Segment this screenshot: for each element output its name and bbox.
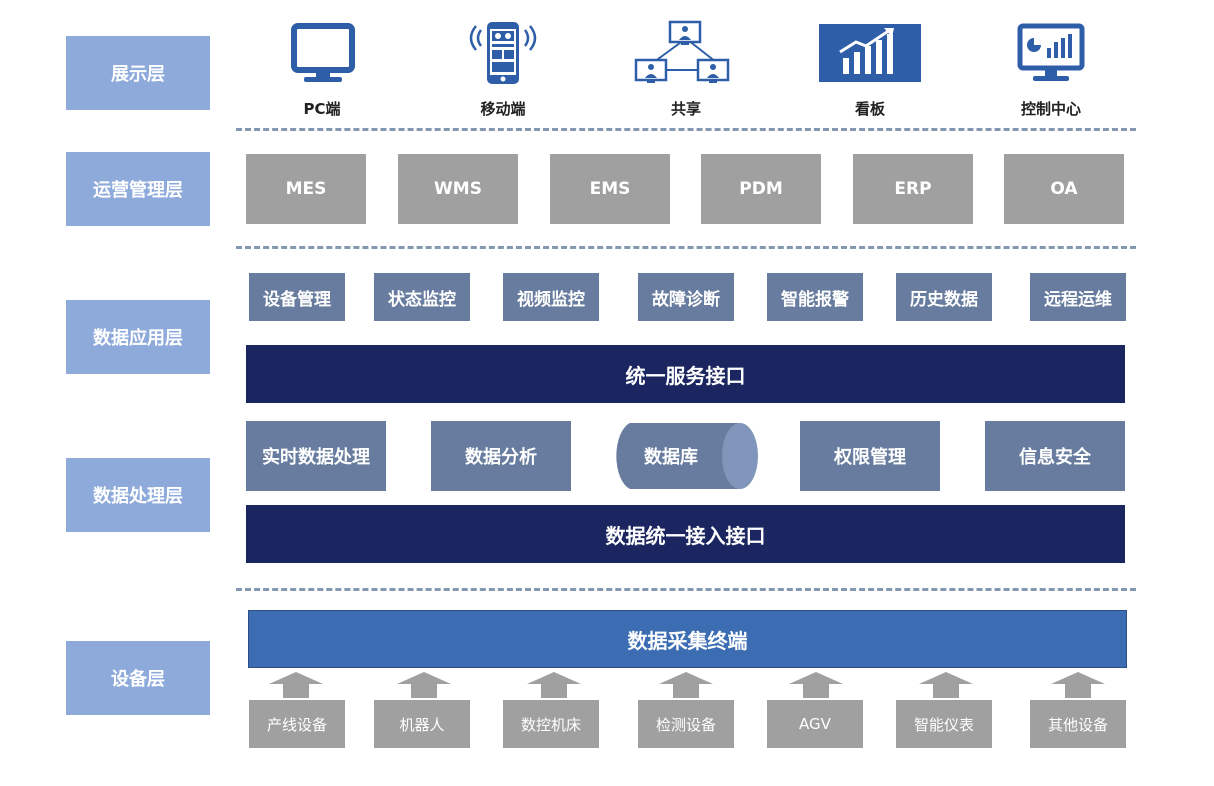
layer-label-data-application: 数据应用层 [66,300,210,374]
device-box-other: 其他设备 [1030,700,1126,748]
app-module-history-data: 历史数据 [896,273,992,321]
app-module-fault-diagnosis: 故障诊断 [638,273,734,321]
display-item-label: 控制中心 [1020,100,1081,118]
display-item-label: PC端 [303,100,341,118]
layer-divider [236,128,1136,131]
display-item-dashboard: 看板 [810,20,930,128]
system-box-wms: WMS [398,154,518,224]
layer-label-display: 展示层 [66,36,210,110]
device-box-inspection: 检测设备 [638,700,734,748]
device-box-robot: 机器人 [374,700,470,748]
data-access-interface-bar: 数据统一接入接口 [246,505,1125,563]
display-item-share: 共享 [626,20,746,128]
app-module-equipment-management: 设备管理 [249,273,345,321]
database-cylinder: 数据库 [612,421,758,491]
display-item-pc: PC端 [262,20,382,128]
system-box-mes: MES [246,154,366,224]
processing-module-realtime: 实时数据处理 [246,421,386,491]
control-center-icon [1017,23,1085,81]
up-arrow-icon [659,672,713,698]
display-item-mobile: 移动端 [443,20,563,128]
system-box-erp: ERP [853,154,973,224]
layer-label-data-processing: 数据处理层 [66,458,210,532]
database-label: 数据库 [644,447,698,468]
up-arrow-icon [527,672,581,698]
display-item-label: 移动端 [480,100,526,118]
app-module-remote-operation: 远程运维 [1030,273,1126,321]
device-box-agv: AGV [767,700,863,748]
system-box-oa: OA [1004,154,1124,224]
layer-divider [236,246,1136,249]
layer-divider [236,588,1136,591]
dashboard-chart-icon [819,24,921,82]
mobile-phone-icon [469,22,537,84]
up-arrow-icon [1051,672,1105,698]
up-arrow-icon [919,672,973,698]
device-box-production-line: 产线设备 [249,700,345,748]
layer-label-device: 设备层 [66,641,210,715]
up-arrow-icon [789,672,843,698]
display-item-label: 共享 [670,100,701,118]
device-box-cnc-machine: 数控机床 [503,700,599,748]
device-box-smart-meter: 智能仪表 [896,700,992,748]
network-share-icon [634,20,730,83]
app-module-smart-alarm: 智能报警 [767,273,863,321]
monitor-icon [291,23,355,82]
processing-module-security: 信息安全 [985,421,1125,491]
display-item-control-center: 控制中心 [991,20,1111,128]
app-module-status-monitoring: 状态监控 [374,273,470,321]
processing-module-permission: 权限管理 [800,421,940,491]
display-item-label: 看板 [854,100,885,118]
layer-label-operations: 运营管理层 [66,152,210,226]
processing-module-analysis: 数据分析 [431,421,571,491]
system-box-pdm: PDM [701,154,821,224]
unified-service-interface-bar: 统一服务接口 [246,345,1125,403]
up-arrow-icon [269,672,323,698]
data-collection-terminal-bar: 数据采集终端 [248,610,1127,668]
system-box-ems: EMS [550,154,670,224]
app-module-video-monitoring: 视频监控 [503,273,599,321]
database-icon [616,423,758,489]
up-arrow-icon [397,672,451,698]
